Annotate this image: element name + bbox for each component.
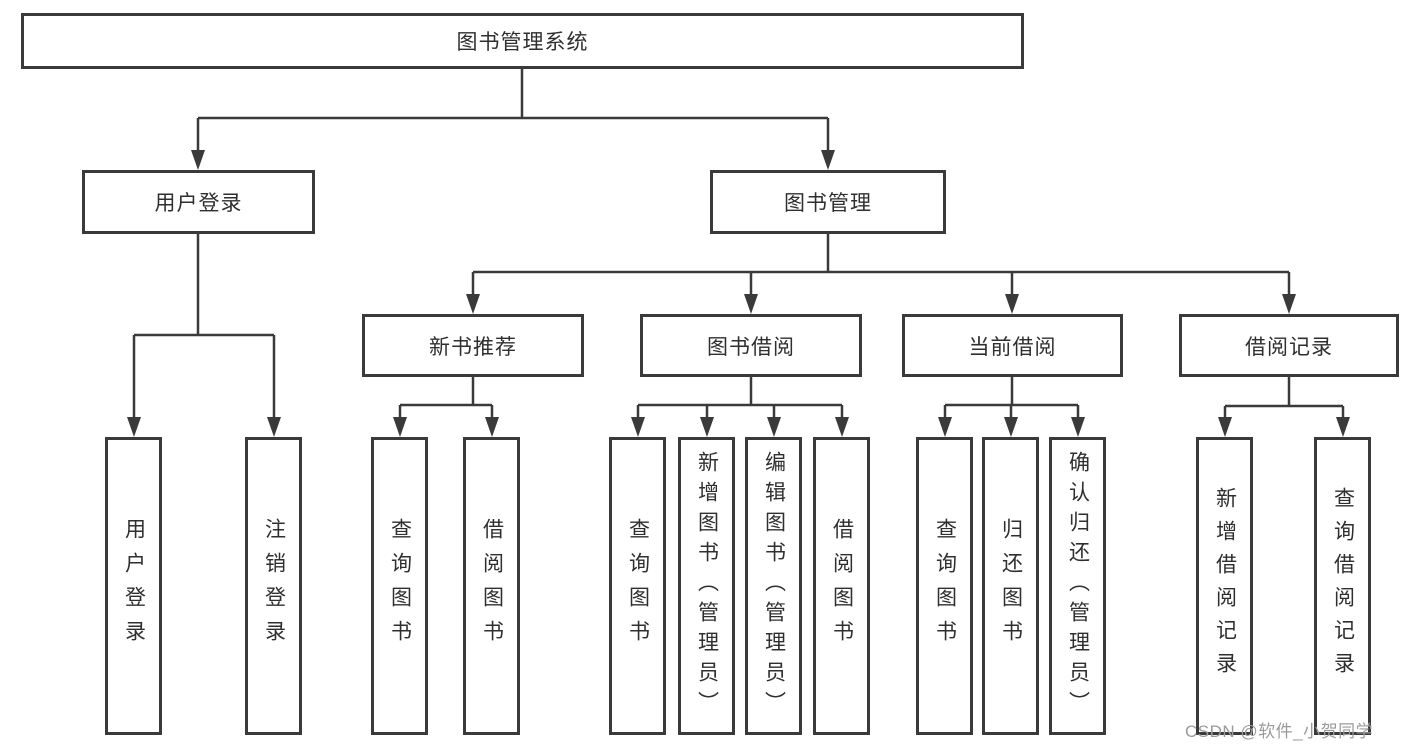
node-label: 图书借阅: [707, 335, 795, 359]
node-label: 图书管理系统: [456, 31, 589, 54]
connector-new-book-recommend: [393, 377, 499, 437]
node-leaf-borrow-query-books: 查询图书: [609, 437, 666, 735]
node-label: 借阅记录: [1245, 335, 1333, 359]
node-leaf-user-login: 用户登录: [105, 437, 162, 735]
node-label: 新增借阅记录: [1213, 487, 1237, 685]
node-label: 借阅图书: [830, 518, 854, 654]
node-new-book-recommend: 新书推荐: [362, 314, 584, 377]
node-library-management-system: 图书管理系统: [21, 13, 1024, 69]
node-book-borrow: 图书借阅: [640, 314, 862, 377]
node-label: 用户登录: [122, 518, 146, 654]
node-label: 查询图书: [388, 518, 412, 654]
node-leaf-query-borrow-record: 查询借阅记录: [1314, 437, 1371, 735]
node-borrow-records: 借阅记录: [1179, 314, 1399, 377]
node-label: 编辑图书（管理员）: [762, 451, 786, 721]
node-book-management: 图书管理: [710, 170, 946, 234]
node-leaf-recommend-borrow-books: 借阅图书: [463, 437, 520, 735]
connector-user-login: [127, 234, 281, 437]
node-label: 图书管理: [784, 192, 872, 215]
node-leaf-logout: 注销登录: [245, 437, 302, 735]
node-label: 查询图书: [933, 518, 957, 654]
node-leaf-confirm-return-admin: 确认归还（管理员）: [1049, 437, 1106, 735]
node-label: 新增图书（管理员）: [695, 451, 719, 721]
node-label: 确认归还（管理员）: [1066, 451, 1090, 721]
connector-book-borrow: [631, 377, 849, 437]
node-user-login: 用户登录: [82, 170, 315, 234]
connector-current-borrow: [938, 377, 1085, 437]
node-label: 新书推荐: [429, 335, 517, 359]
node-label: 查询图书: [626, 518, 650, 654]
node-leaf-return-books: 归还图书: [982, 437, 1039, 735]
connector-root-to-level2: [191, 69, 835, 170]
csdn-watermark: CSDN @软件_小贺同学: [1185, 722, 1374, 741]
node-leaf-recommend-query-books: 查询图书: [371, 437, 428, 735]
connector-borrow-records: [1218, 377, 1350, 437]
node-label: 归还图书: [999, 518, 1023, 654]
node-label: 借阅图书: [480, 518, 504, 654]
node-label: 用户登录: [154, 192, 243, 215]
node-label: 查询借阅记录: [1331, 487, 1355, 685]
connector-book-management: [466, 234, 1296, 314]
node-current-borrow: 当前借阅: [902, 314, 1123, 377]
node-leaf-add-books-admin: 新增图书（管理员）: [678, 437, 735, 735]
node-leaf-edit-books-admin: 编辑图书（管理员）: [745, 437, 802, 735]
node-label: 当前借阅: [968, 335, 1057, 359]
node-leaf-add-borrow-record: 新增借阅记录: [1196, 437, 1253, 735]
node-leaf-borrow-borrow-books: 借阅图书: [813, 437, 870, 735]
node-leaf-current-query-books: 查询图书: [916, 437, 973, 735]
node-label: 注销登录: [262, 518, 286, 654]
